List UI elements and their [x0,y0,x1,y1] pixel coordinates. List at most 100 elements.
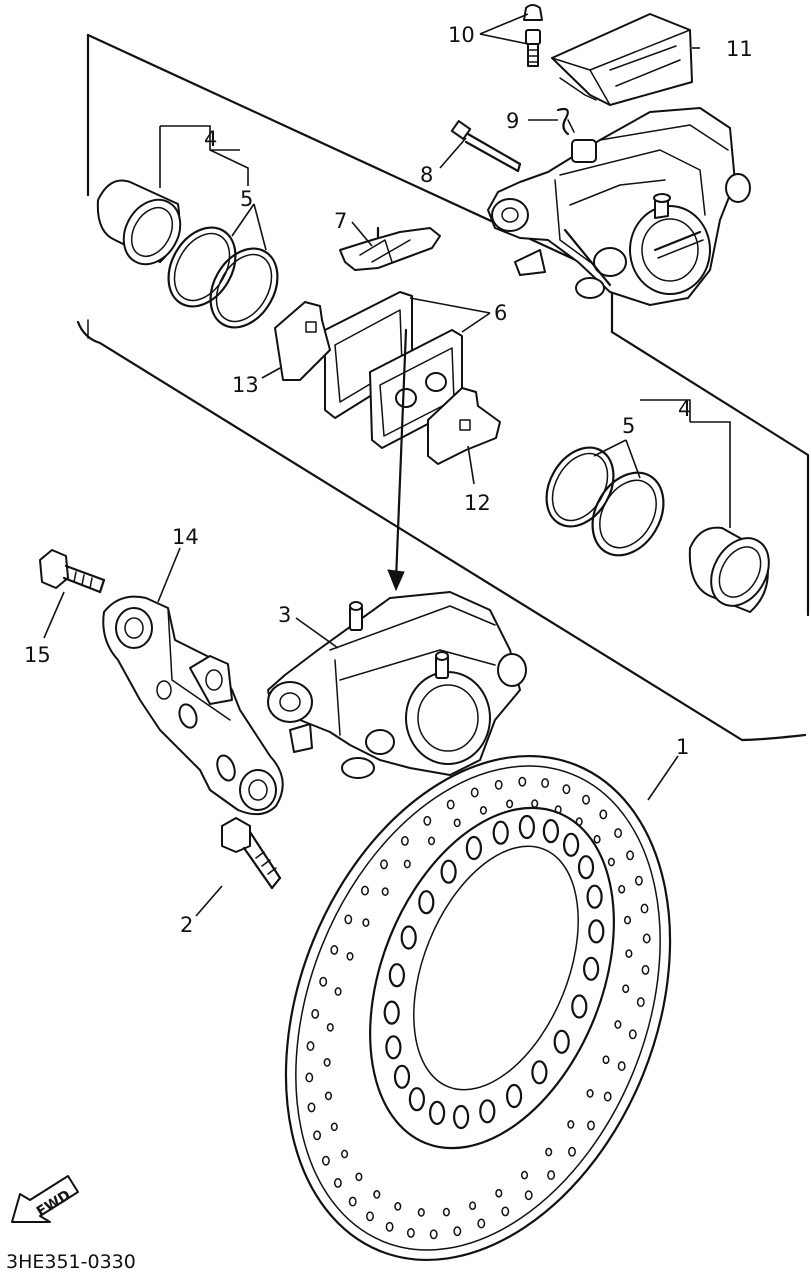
disc-outer-hole [313,1130,322,1141]
pad-pin-part-8 [450,120,522,173]
disc-holes [305,776,651,1240]
disc-outer-hole [470,787,479,798]
disc-inner-slot [440,859,457,884]
disc-inner-slot [453,1104,470,1130]
disc-inner-slot [582,956,600,981]
assembly-arrow [387,328,408,592]
disc-outer-hole [477,1218,486,1229]
piston-part-4-right [688,526,770,613]
disc-outer-hole [453,1226,462,1237]
disc-mid-hole [623,915,632,925]
brake-pads-part-6 [324,291,463,449]
disc-outer-hole [603,1091,612,1102]
disc-outer-hole [319,976,328,987]
disc-outer-hole [305,1072,314,1083]
disc-inner-slot [479,1099,496,1124]
disc-outer-hole [344,914,353,925]
disc-mid-hole [622,984,630,994]
disc-mid-hole [326,1022,334,1032]
disc-mid-hole [614,1020,622,1029]
disc-outer-hole [321,1155,330,1166]
disc-mid-hole [403,859,411,869]
disc-inner-slot [388,963,405,988]
disc-mid-hole [341,1149,349,1159]
disc-inner-slot [571,994,588,1019]
disc-mid-hole [495,1188,503,1198]
disc-outer-hole [306,1041,315,1052]
disc-inner-slot [577,855,595,880]
disc-mid-hole [479,805,487,815]
disc-mid-hole [453,818,461,828]
disc-inner-slot [586,884,603,909]
disc-outer-hole [307,1102,316,1113]
caliper-assembly-part-3 [267,591,527,779]
bracket-bolt-part-15 [39,549,106,594]
disc-mid-hole [469,1201,477,1211]
disc-inner-slot [518,814,536,840]
disc-mid-hole [323,1058,331,1067]
disc-mid-hole [355,1172,363,1182]
disc-inner-slot [562,832,580,857]
caliper-bracket-part-14 [102,595,284,816]
callout-15: 15 [24,643,51,667]
disc-outer-hole [518,776,527,787]
callout-4-right: 4 [678,397,691,421]
disc-outer-hole [311,1008,320,1019]
disc-mid-hole [625,949,633,958]
callout-5-left: 5 [240,187,253,211]
disc-mid-hole [575,817,583,826]
disc-mid-hole [531,799,539,808]
disc-outer-hole [494,779,503,790]
disc-inner-slot [505,1083,523,1109]
callout-1: 1 [676,735,689,759]
piston-seals-part-5-right [545,446,665,557]
brake-disc-part-1 [284,754,672,1262]
disc-inner-slot [383,1000,400,1025]
disc-mid-hole [593,834,601,844]
pad-shim-part-12 [427,387,501,465]
disc-outer-hole [547,1170,556,1181]
callout-13: 13 [232,373,259,397]
disc-mid-hole [346,951,354,961]
disc-outer-hole [562,784,571,795]
disc-inner-slot [492,820,509,845]
disc-outer-hole [614,828,623,839]
diagram-code: 3HE351-0330 [6,1251,136,1273]
disc-mid-hole [442,1207,450,1217]
disc-mid-hole [567,1120,575,1129]
disc-outer-hole [634,875,643,886]
disc-inner-slot [400,925,417,950]
caliper-cover-part-11 [551,13,693,106]
disc-outer-hole [640,903,649,914]
disc-outer-hole [626,850,635,861]
disc-outer-hole [628,1029,637,1040]
callout-8: 8 [420,163,433,187]
disc-mid-hole [373,1190,381,1199]
disc-outer-hole [385,1221,394,1232]
disc-mid-hole [381,887,389,896]
forward-direction-arrow: FWD [11,1175,79,1223]
disc-outer-hole [446,799,455,810]
disc-inner-slot [408,1087,425,1112]
disc-outer-hole [641,964,650,975]
pad-shim-part-13 [274,301,331,381]
disc-mid-hole [607,857,615,867]
disc-outer-hole [406,1227,415,1238]
disc-mid-hole [545,1147,553,1157]
disc-outer-hole [501,1206,510,1217]
disc-outer-hole [582,794,590,805]
disc-inner-slot [531,1060,548,1085]
disc-outer-hole [636,997,645,1008]
disc-inner-slot [542,818,560,844]
disc-outer-hole [587,1120,595,1131]
disc-outer-hole [617,1061,626,1072]
piston-seals-part-5-left [167,226,279,329]
disc-outer-hole [348,1196,357,1207]
disc-outer-hole [333,1177,342,1188]
disc-mid-hole [506,799,514,809]
disc-inner-slot [429,1100,446,1126]
disc-outer-hole [541,778,550,789]
callout-7: 7 [334,209,347,233]
disc-outer-hole [361,885,369,896]
disc-mid-hole [520,1170,529,1180]
